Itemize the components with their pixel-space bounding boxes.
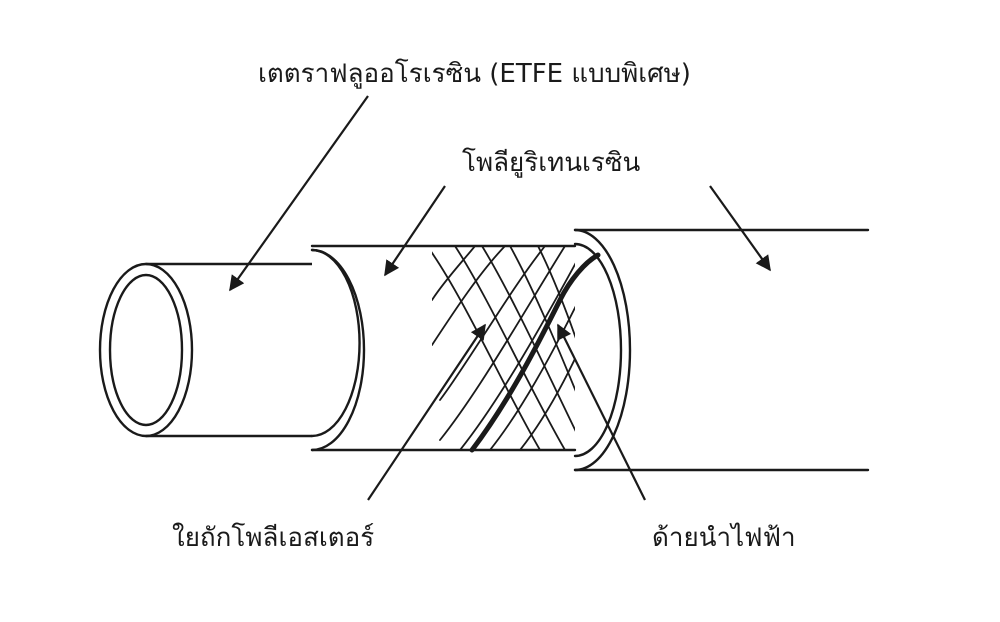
polyurethane-layer [310, 244, 577, 452]
polyester-braid-label: ใยถักโพลีเอสเตอร์ [172, 523, 375, 553]
outer-jacket-leader-arrow [709, 185, 771, 272]
polyurethane-layer-label: โพลียูริเทนเรซิน [462, 148, 641, 178]
conductive-thread [469, 252, 601, 453]
conductive-thread-label: ด้ายนำไฟฟ้า [652, 523, 796, 553]
etfe-leader-arrow [229, 95, 369, 292]
polyurethane-leader-arrow [384, 185, 446, 277]
conductive-leader-arrow [557, 323, 646, 501]
polyester-leader-arrow [367, 323, 486, 501]
polyester-braid [432, 246, 575, 450]
outer-jacket [573, 228, 870, 472]
etfe-layer-label: เตตราฟลูออโรเรซิน (ETFE แบบพิเศษ) [258, 59, 691, 89]
etfe-inner-tube [98, 262, 314, 438]
